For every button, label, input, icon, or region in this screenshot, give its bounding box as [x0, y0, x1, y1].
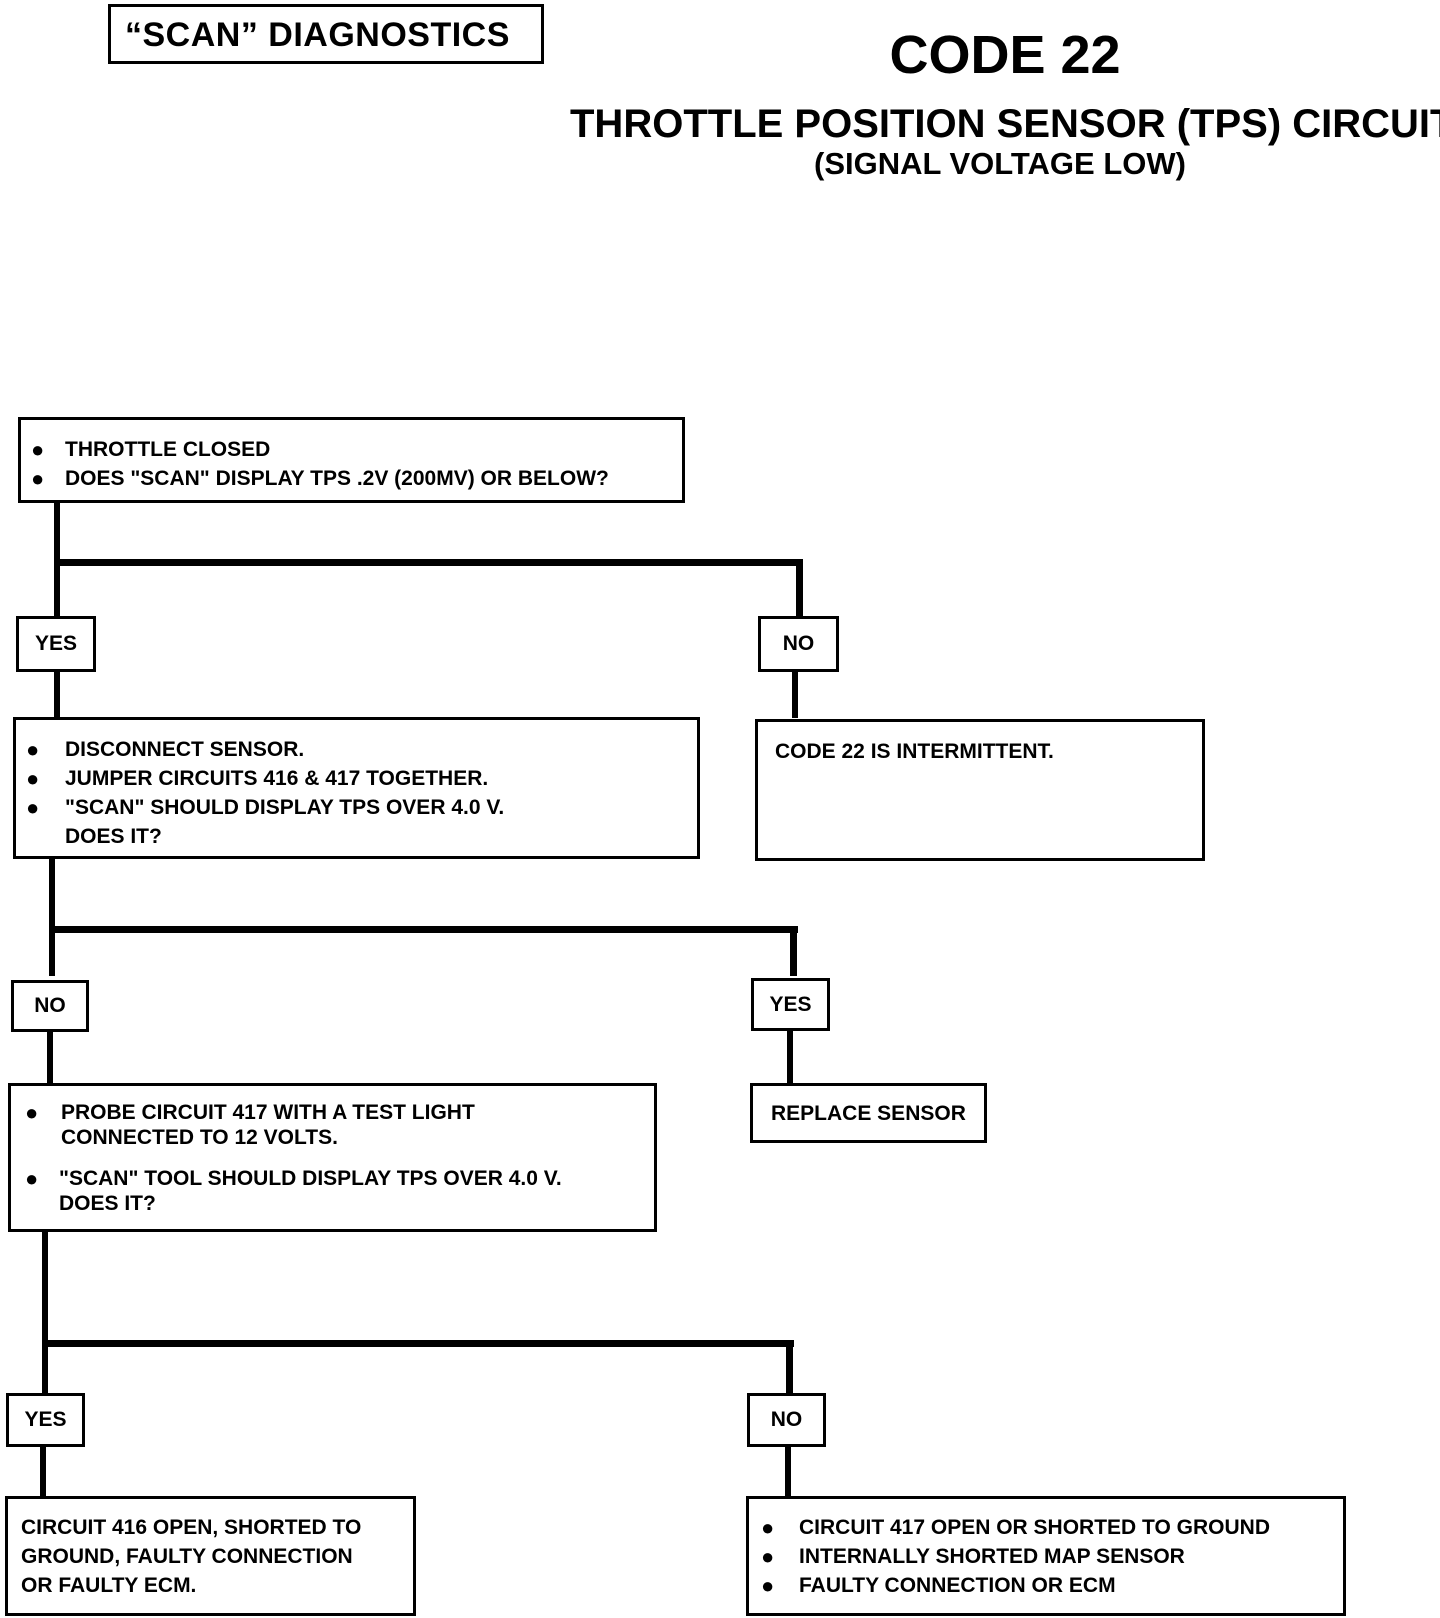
step1-item: ●DOES "SCAN" DISPLAY TPS .2V (200MV) OR … [31, 466, 609, 491]
step1-yes-label: YES [16, 616, 96, 672]
step2-yes-label: YES [751, 978, 830, 1031]
bullet-icon: ● [26, 766, 40, 791]
step1-box: ●THROTTLE CLOSED ●DOES "SCAN" DISPLAY TP… [18, 417, 685, 503]
step3-no-label: NO [747, 1393, 826, 1447]
connector-line [47, 1028, 53, 1086]
connector-line [54, 668, 60, 718]
step2-no-label: NO [11, 980, 89, 1032]
connector-line [54, 559, 802, 566]
step1-item: ●THROTTLE CLOSED [31, 437, 271, 462]
connector-line [790, 926, 797, 976]
connector-line [42, 1340, 794, 1347]
bullet-icon: ● [31, 437, 45, 462]
bullet-icon: ● [26, 795, 40, 820]
step3-item-continued: CONNECTED TO 12 VOLTS. [61, 1126, 338, 1149]
step3-item: ●PROBE CIRCUIT 417 WITH A TEST LIGHT [25, 1100, 475, 1125]
replace-sensor-box: REPLACE SENSOR [750, 1083, 987, 1143]
connector-line [785, 1442, 791, 1498]
step2-box: ●DISCONNECT SENSOR. ●JUMPER CIRCUITS 416… [13, 717, 700, 859]
step3-question: DOES IT? [59, 1192, 156, 1215]
step3-box: ●PROBE CIRCUIT 417 WITH A TEST LIGHT CON… [8, 1083, 657, 1232]
code-title: CODE 22 [889, 25, 1121, 85]
bullet-icon: ● [761, 1573, 775, 1598]
bullet-icon: ● [761, 1544, 775, 1569]
replace-sensor-text: REPLACE SENSOR [771, 1102, 966, 1125]
connector-line [42, 1226, 48, 1396]
bullet-icon: ● [31, 466, 45, 491]
step2-question: DOES IT? [65, 825, 162, 848]
step2-item: ●DISCONNECT SENSOR. [26, 737, 305, 762]
intermittent-box: CODE 22 IS INTERMITTENT. [755, 719, 1205, 861]
step2-item: ●"SCAN" SHOULD DISPLAY TPS OVER 4.0 V. [26, 795, 505, 820]
step2-item: ●JUMPER CIRCUITS 416 & 417 TOGETHER. [26, 766, 489, 791]
section-label-box: “SCAN” DIAGNOSTICS [108, 4, 544, 64]
connector-line [40, 1442, 46, 1498]
circuit-subtitle: (SIGNAL VOLTAGE LOW) [814, 146, 1186, 181]
connector-line [796, 559, 803, 619]
connector-line [49, 926, 798, 933]
result-no-box: ●CIRCUIT 417 OPEN OR SHORTED TO GROUND ●… [746, 1496, 1346, 1616]
result-yes-text: CIRCUIT 416 OPEN, SHORTED TO GROUND, FAU… [21, 1516, 362, 1597]
step1-no-label: NO [758, 616, 839, 672]
connector-line [787, 1026, 793, 1084]
bullet-icon: ● [25, 1166, 39, 1191]
section-label: “SCAN” DIAGNOSTICS [125, 16, 510, 54]
result-no-item: ●CIRCUIT 417 OPEN OR SHORTED TO GROUND [761, 1515, 1271, 1540]
connector-line [792, 668, 798, 718]
result-no-item: ●INTERNALLY SHORTED MAP SENSOR [761, 1544, 1185, 1569]
circuit-title: THROTTLE POSITION SENSOR (TPS) CIRCUIT [570, 102, 1440, 146]
result-no-item: ●FAULTY CONNECTION OR ECM [761, 1573, 1116, 1598]
bullet-icon: ● [26, 737, 40, 762]
connector-line [786, 1340, 793, 1396]
intermittent-text: CODE 22 IS INTERMITTENT. [775, 740, 1054, 763]
bullet-icon: ● [25, 1100, 39, 1125]
step3-item: ●"SCAN" TOOL SHOULD DISPLAY TPS OVER 4.0… [25, 1166, 562, 1191]
connector-line [49, 856, 55, 976]
bullet-icon: ● [761, 1515, 775, 1540]
step3-yes-label: YES [6, 1393, 85, 1447]
result-yes-box: CIRCUIT 416 OPEN, SHORTED TO GROUND, FAU… [5, 1496, 416, 1616]
